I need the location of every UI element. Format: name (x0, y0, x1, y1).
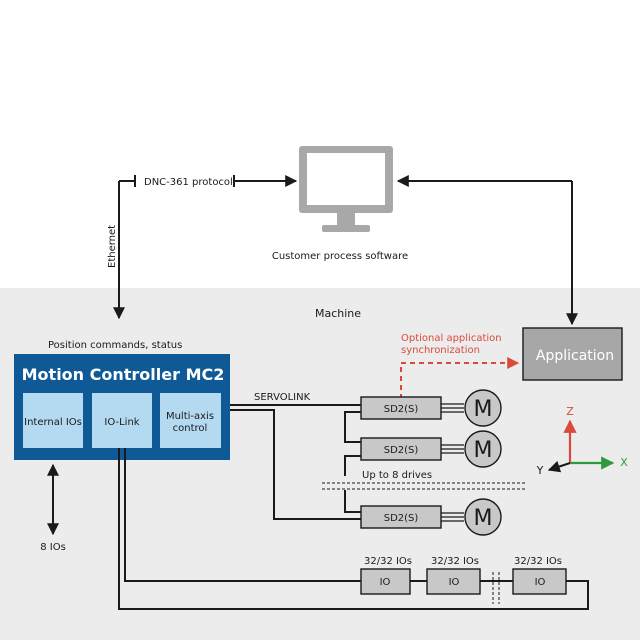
eight-ios-label: 8 IOs (40, 542, 66, 553)
monitor-icon (299, 146, 393, 232)
position-commands-label: Position commands, status (48, 340, 182, 351)
ethernet-label: Ethernet (107, 225, 118, 268)
axis-y-arrow (547, 460, 571, 473)
customer-software-label: Customer process software (272, 251, 408, 262)
protocol-label: DNC-361 protocol (144, 177, 233, 188)
drive-label-3: SD2(S) (384, 513, 419, 524)
io-link-box (92, 393, 152, 448)
axis-x-label: X (620, 456, 628, 469)
multi-axis-line1: Multi-axis (166, 411, 214, 422)
servolink-link-up-3 (344, 490, 361, 513)
application-box (522, 327, 623, 381)
optional-sync-line1: Optional application (401, 333, 502, 344)
multi-axis-line2: control (173, 423, 208, 434)
up-to-drives-label: Up to 8 drives (362, 470, 432, 481)
axis-z-label: Z (566, 405, 574, 418)
optional-sync-line2: synchronization (401, 345, 480, 356)
multi-axis-box (160, 393, 221, 448)
motor-connector-1 (441, 403, 464, 413)
io-gap-marks (492, 572, 500, 604)
controller-title: Motion Controller MC2 (22, 365, 225, 384)
drive-label-1: SD2(S) (384, 404, 419, 415)
axis-icon (547, 419, 615, 473)
motor-connector-2 (441, 444, 464, 454)
motor-label-1: M (474, 397, 493, 422)
motor-icon-1 (464, 389, 502, 427)
motor-icon-2 (464, 430, 502, 468)
io-module-3 (512, 568, 567, 595)
motor-label-2: M (474, 438, 493, 463)
axis-y-label: Y (536, 464, 544, 477)
servolink-line-3 (230, 409, 361, 520)
internal-ios-box (23, 393, 83, 448)
io-count-3: 32/32 IOs (514, 556, 562, 567)
application-label: Application (536, 348, 614, 364)
io-module-1 (360, 568, 411, 595)
motor-label-3: M (474, 506, 493, 531)
servolink-label: SERVOLINK (254, 392, 311, 403)
optional-sync-arrow (400, 357, 520, 399)
internal-ios-label: Internal IOs (24, 417, 82, 428)
motor-connector-3 (441, 512, 464, 522)
io-module-2 (426, 568, 481, 595)
servolink-link-1-2 (344, 411, 361, 443)
servolink-link-2-down (344, 455, 361, 476)
io-module-label-1: IO (380, 577, 391, 588)
machine-label: Machine (315, 307, 361, 320)
io-module-label-3: IO (535, 577, 546, 588)
io-link-label: IO-Link (104, 417, 139, 428)
motor-icon-3 (464, 498, 502, 536)
io-count-1: 32/32 IOs (364, 556, 412, 567)
io-module-label-2: IO (449, 577, 460, 588)
drive-label-2: SD2(S) (384, 445, 419, 456)
io-bus-line-upper (124, 448, 361, 582)
io-count-2: 32/32 IOs (431, 556, 479, 567)
io-bus-line-lower (118, 448, 589, 610)
